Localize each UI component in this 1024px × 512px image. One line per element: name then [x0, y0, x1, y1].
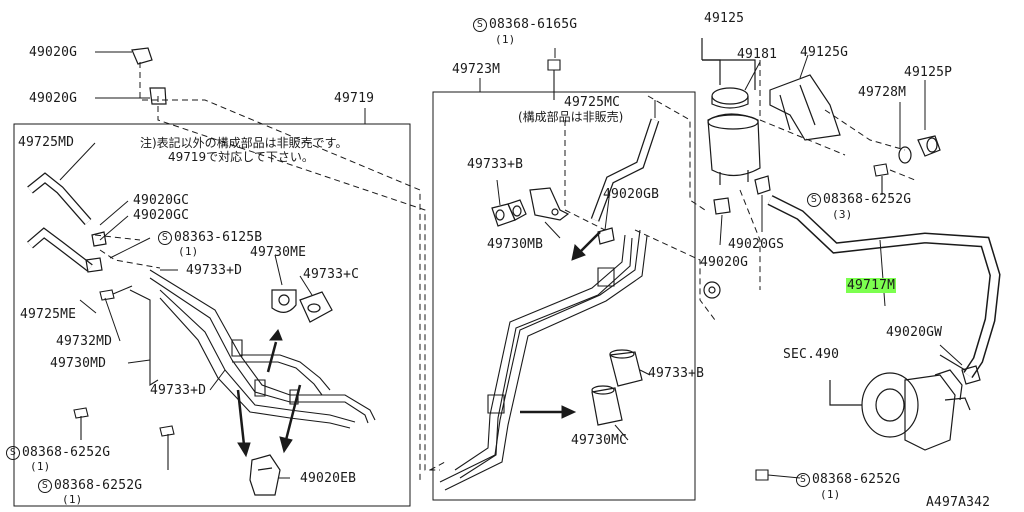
- part-label-49125: 49125: [704, 11, 745, 26]
- part-label-49020G-a: 49020G: [29, 45, 78, 60]
- part-number-08363-6125B: 08363-6125B: [174, 230, 263, 245]
- qty-08368-b: (1): [62, 493, 83, 506]
- part-label-49730ME: 49730ME: [250, 245, 307, 260]
- part-label-49733C: 49733+C: [303, 267, 360, 282]
- part-label-49725MD: 49725MD: [18, 135, 75, 150]
- part-label-49730MB: 49730MB: [487, 237, 544, 252]
- figure-code: A497A342: [926, 495, 991, 510]
- part-number-08368-6252G-c: 08368-6252G: [823, 192, 912, 207]
- part-label-49723M: 49723M: [452, 62, 501, 77]
- note-line-1: 注)表記以外の構成部品は非販売です。: [140, 136, 348, 150]
- qty-08368-d: (1): [820, 488, 841, 501]
- part-label-49020G-b: 49020G: [29, 91, 78, 106]
- part-label-49125G: 49125G: [800, 45, 849, 60]
- part-label-49733D-b: 49733+D: [150, 383, 207, 398]
- part-label-SEC490: SEC.490: [783, 347, 840, 362]
- qty-08368-6165G: (1): [495, 33, 516, 46]
- qty-08368-a: (1): [30, 460, 51, 473]
- part-label-49020GS: 49020GS: [728, 237, 785, 252]
- part-number-08368-6252G-a: 08368-6252G: [22, 445, 111, 460]
- part-label-49020EB: 49020EB: [300, 471, 357, 486]
- frame-49719: [14, 124, 410, 506]
- part-label-49730MD: 49730MD: [50, 356, 107, 371]
- frame-49723M: [433, 92, 695, 500]
- part-number-08368-6252G-d: 08368-6252G: [812, 472, 901, 487]
- part-label-49020G-c: 49020G: [700, 255, 749, 270]
- screw-symbol: S: [807, 193, 821, 207]
- screw-symbol: S: [38, 479, 52, 493]
- note-line-2: 49719で対応して下さい。: [168, 150, 314, 164]
- part-label-49733D-a: 49733+D: [186, 263, 243, 278]
- screw-symbol: S: [796, 473, 810, 487]
- part-label-49020GC-a: 49020GC: [133, 193, 190, 208]
- part-number-08368-6252G-b: 08368-6252G: [54, 478, 143, 493]
- part-label-49020GB: 49020GB: [603, 187, 660, 202]
- screw-symbol: S: [6, 446, 20, 460]
- part-label-49725ME: 49725ME: [20, 307, 77, 322]
- screw-symbol: S: [158, 231, 172, 245]
- part-label-49733B-a: 49733+B: [467, 157, 524, 172]
- part-label-49728M: 49728M: [858, 85, 907, 100]
- part-label-49125P: 49125P: [904, 65, 953, 80]
- part-label-49719: 49719: [334, 91, 375, 106]
- part-label-49020GW: 49020GW: [886, 325, 943, 340]
- part-label-49020GC-b: 49020GC: [133, 208, 190, 223]
- highlighted-part-number: 49717M: [846, 278, 897, 293]
- qty-08368-c: (3): [832, 208, 853, 221]
- arrow-icon: [238, 232, 600, 458]
- note-kousei: (構成部品は非販売): [518, 110, 624, 124]
- qty-08363: (1): [178, 245, 199, 258]
- part-label-49717M: 49717M: [846, 278, 897, 293]
- part-number-08368-6165G: 08368-6165G: [489, 17, 578, 32]
- part-label-49730MC: 49730MC: [571, 433, 628, 448]
- part-label-49733B-b: 49733+B: [648, 366, 705, 381]
- screw-symbol: S: [473, 18, 487, 32]
- part-label-49725MC: 49725MC: [564, 95, 621, 110]
- part-label-49732MD: 49732MD: [56, 334, 113, 349]
- part-label-49181: 49181: [737, 47, 778, 62]
